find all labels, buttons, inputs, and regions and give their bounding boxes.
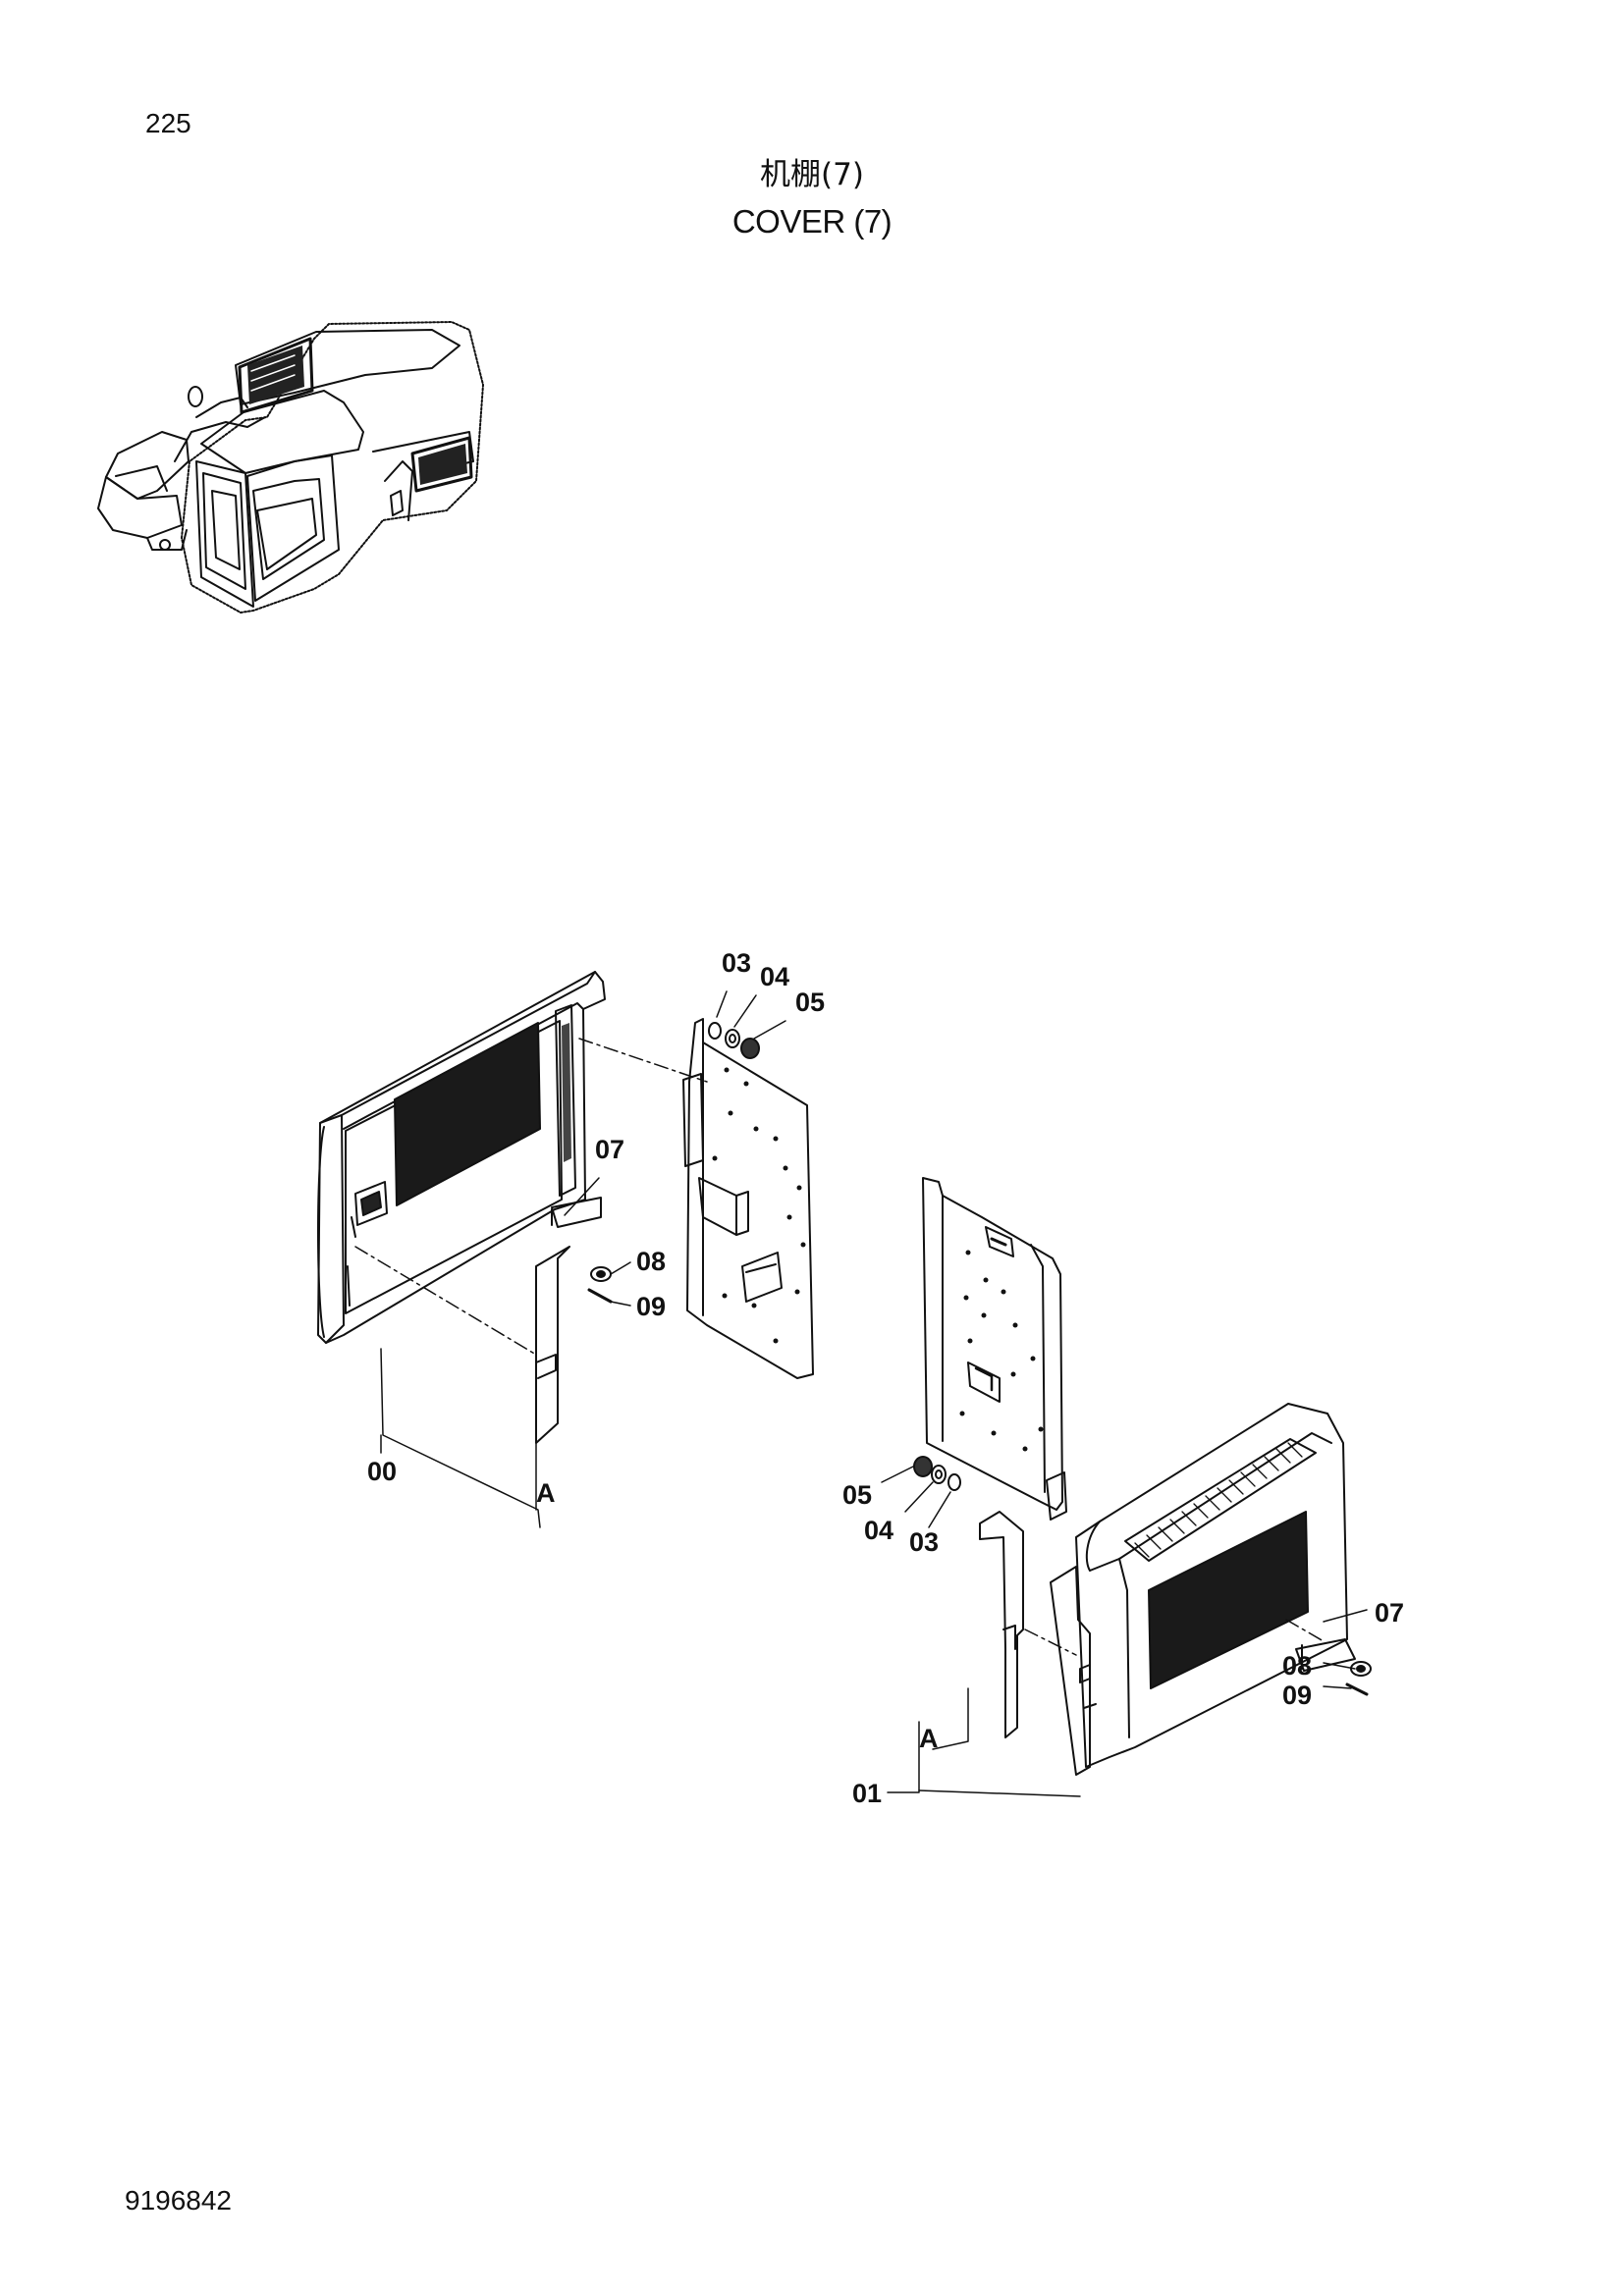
right-centerlines	[1024, 1619, 1325, 1656]
callout-right-01: 01	[852, 1779, 882, 1808]
left-washer-08	[590, 1266, 612, 1282]
right-washer-08	[1350, 1661, 1372, 1677]
callout-left-04: 04	[760, 962, 789, 991]
left-bolt-09	[587, 1288, 613, 1304]
callout-left-05: 05	[795, 988, 825, 1017]
right-cover-panel	[1050, 1403, 1348, 1776]
callout-left-00: 00	[367, 1457, 397, 1486]
left-leader-lines	[380, 990, 786, 1528]
callout-right-03: 03	[909, 1527, 939, 1557]
left-washer-04	[725, 1029, 740, 1048]
document-number: 9196842	[125, 2185, 233, 2216]
title-chinese: 机棚(7)	[760, 157, 864, 192]
right-washer-04	[931, 1465, 947, 1484]
right-leader-lines	[881, 1466, 1368, 1797]
title-english: COVER (7)	[731, 203, 893, 240]
callout-right-08: 08	[1282, 1651, 1312, 1681]
callout-left-03: 03	[722, 948, 751, 978]
callout-left-09: 09	[636, 1292, 666, 1321]
callout-right-07: 07	[1375, 1598, 1404, 1628]
right-bracket-07	[1295, 1638, 1356, 1672]
callout-right-04: 04	[864, 1516, 893, 1545]
machine-overview-thumbnail	[97, 321, 484, 614]
callout-right-a: A	[919, 1724, 939, 1753]
callout-right-09: 09	[1282, 1681, 1312, 1710]
right-inner-plate	[922, 1177, 1067, 1521]
right-bolt-09	[1345, 1682, 1369, 1696]
right-washer-03	[947, 1473, 961, 1491]
callout-left-07: 07	[595, 1135, 624, 1164]
left-nut-05	[740, 1038, 760, 1059]
callout-left-08: 08	[636, 1247, 666, 1276]
right-strip-a	[979, 1511, 1024, 1738]
page-number: 225	[145, 108, 191, 138]
right-nut-05	[913, 1456, 933, 1477]
part-callouts: 03 04 05 07 08 09 00 A 05 04 03 07 08 09…	[367, 948, 1404, 1808]
left-cover-panel	[317, 971, 606, 1344]
left-washer-03	[708, 1022, 722, 1040]
left-strip-a	[535, 1246, 570, 1444]
callout-right-05: 05	[842, 1480, 872, 1510]
left-centerlines	[354, 1038, 708, 1356]
page-title: 机棚(7) COVER (7)	[0, 153, 1624, 243]
left-inner-plate	[682, 1018, 814, 1379]
left-bracket-07	[551, 1197, 602, 1228]
callout-left-a: A	[536, 1478, 556, 1508]
